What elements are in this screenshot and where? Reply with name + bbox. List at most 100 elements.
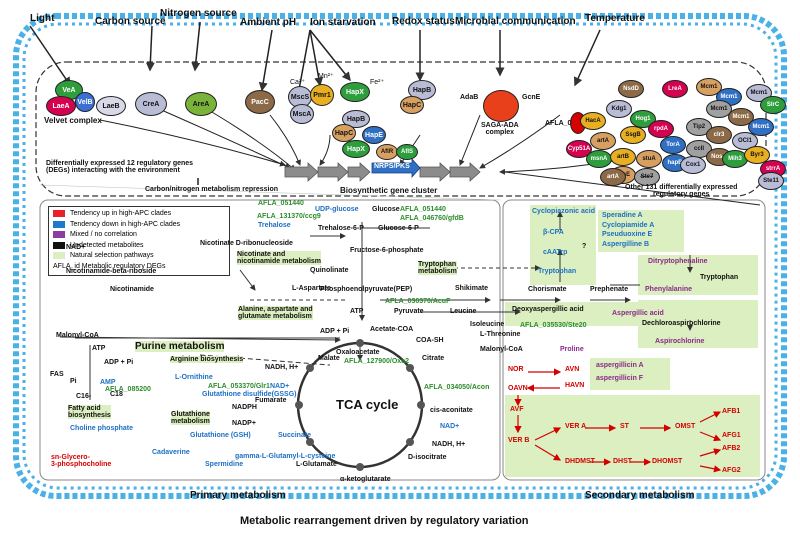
omst-label: OMST [675, 423, 696, 430]
aspergillic-label: Aspergillic acid [612, 310, 664, 317]
ion-ca: Ca²⁺ [290, 79, 305, 86]
afla037820-label: AFLA_037820 [545, 120, 591, 127]
trehalose6p-label: Trehalose-6-P [318, 225, 364, 232]
pacc-blob: PacC [245, 90, 275, 114]
pyruvate-label: Pyruvate [394, 308, 424, 315]
citrate-label: Citrate [422, 355, 445, 362]
degs-label: Differentially expressed 12 regulatory g… [46, 160, 194, 174]
tca-label: TCA cycle [336, 397, 399, 412]
hapx-blob: HapX [340, 82, 370, 102]
isoleucine-label: Isoleucine [470, 321, 505, 328]
succinate-label: Succinate [278, 432, 312, 439]
aspirochlorine-box [638, 300, 758, 348]
aspirochlorine-label: Aspirochlorine [655, 338, 705, 345]
regulator-blob: LreA [662, 80, 688, 98]
afla051440b-label: AFLA_051440 [400, 206, 446, 213]
afg1-label: AFG1 [722, 432, 741, 439]
afla034050-label: AFLA_034050/Acon [424, 384, 490, 391]
fas-label: FAS [50, 371, 64, 378]
q-label: ? [582, 243, 587, 250]
vera-label: VER A [565, 423, 587, 430]
legend-label: Natural selection pathways [70, 252, 154, 259]
acetyl-label: Acetate-COA [370, 326, 414, 333]
purine-label: Purine metabolism [135, 341, 225, 352]
avf-label: AVF [510, 406, 524, 413]
atp-label: ATP [350, 308, 364, 315]
nadh-label: NADH, H+ [265, 364, 299, 371]
ion-mn: Mn²⁺ [318, 73, 334, 80]
regulator-blob: Mih3 [722, 150, 748, 168]
speradine-label: Speradine A [602, 212, 643, 219]
gssg-label: Glutathione disulfide(GSSG) [202, 391, 297, 398]
afla035530-label: AFLA_035530/Ste20 [520, 322, 587, 329]
regulator-blob: NsdD [618, 80, 644, 98]
signal-nitrogen: Nitrogen source [160, 8, 237, 19]
nrps-pks-arrow [371, 157, 421, 179]
gcne-label: GcnE [522, 94, 541, 101]
signal-ion: Ion starvation [310, 17, 376, 28]
signal-redox: Redox status [392, 16, 455, 27]
nor-label: NOR [508, 366, 524, 373]
spermidine-label: Spermidine [205, 461, 244, 468]
aspergillicin-f-label: aspergillicin F [596, 375, 644, 382]
regulator-blob: HacA [580, 112, 606, 130]
lglutamate-label: L-Glutamate [296, 461, 337, 468]
glucose-label: Glucose [372, 206, 400, 213]
arginine-label: Arginine biosynthesis [170, 356, 244, 363]
caatrp-label: cAATrp [543, 249, 568, 256]
lthreonine-label: L-Threonine [480, 331, 521, 338]
signal-light: Light [30, 13, 55, 24]
nrps-pks-label: NRPS/PKS [374, 163, 410, 170]
nad3-label: NAD+ [440, 423, 460, 430]
regulator-blob: TorA [660, 136, 686, 154]
legend-item: Tendency up in high-APC clades [53, 210, 171, 217]
afla046760-label: AFLA_046760/gfdB [400, 215, 464, 222]
signal-ph: Ambient pH [240, 17, 297, 28]
amp-label: AMP [100, 379, 116, 386]
nadph-label: NADPH [232, 404, 257, 411]
legend-label: AFLA_id Metabolic regulatory DEGs [53, 262, 166, 270]
afla053370-label: AFLA_053370/Glr1 [208, 383, 270, 390]
cell-membrane-outer [13, 13, 787, 499]
gsh-label: Glutathione (GSH) [190, 432, 251, 439]
regulator-blob: artB [610, 148, 636, 166]
fructose6p-label: Fructose-6-phosphate [350, 247, 424, 254]
nmn-label: Nicotinamide-beta-riboside [66, 268, 157, 275]
gene-arrow-5 [449, 162, 481, 182]
speradine-box [598, 210, 684, 252]
legend-item: Tendency down in high-APC clades [53, 220, 180, 228]
legend-item: Undetected metabolites [53, 241, 144, 249]
afls-blob: AflS [396, 144, 418, 160]
st-label: ST [620, 423, 629, 430]
leucine-label: Leucine [450, 308, 477, 315]
oxaloacetate-label: Oxaloacetate [336, 349, 380, 356]
legend-swatch [53, 210, 65, 217]
avn-label: AVN [565, 366, 580, 373]
afb2-label: AFB2 [722, 445, 741, 452]
regulator-blob: SsgB [620, 126, 646, 144]
regulator-blob: stuA [636, 150, 662, 168]
disocitrate-label: D-isocitrate [408, 454, 447, 461]
cyclopiamide-label: Cyclopiamide A [602, 222, 655, 229]
ion-fe: Fe²⁺ [370, 79, 385, 86]
gene-arrow-3 [347, 162, 371, 182]
cluster-label: Biosynthetic gene cluster [340, 186, 438, 195]
sn-label: sn-Glycero- 3-phosphocholine [51, 454, 112, 468]
hape-blob: HapE [362, 126, 386, 144]
legend-swatch [53, 252, 65, 259]
prephenate-label: Prephenate [590, 286, 629, 293]
trehalose-label: Trehalose [258, 222, 291, 229]
pmr1-blob: Pmr1 [310, 84, 334, 106]
legend-label: Mixed / no correlation [70, 231, 137, 238]
akg-label: α-ketoglutarate [340, 476, 391, 483]
secondary-label: Secondary metabolism [585, 490, 695, 501]
chorismate-label: Chorismate [528, 286, 567, 293]
dechloro-label: Dechloroaspirochlorine [642, 320, 721, 327]
ditrypto-label: Ditryptophenaline [648, 258, 708, 265]
regulator-blob: artA [590, 132, 616, 150]
aflr-blob: AflR [376, 144, 398, 160]
adp-pi2-label: ADP + Pi [104, 359, 134, 366]
nucleus-boundary [35, 61, 767, 197]
regulator-blob: clr3 [706, 126, 732, 144]
